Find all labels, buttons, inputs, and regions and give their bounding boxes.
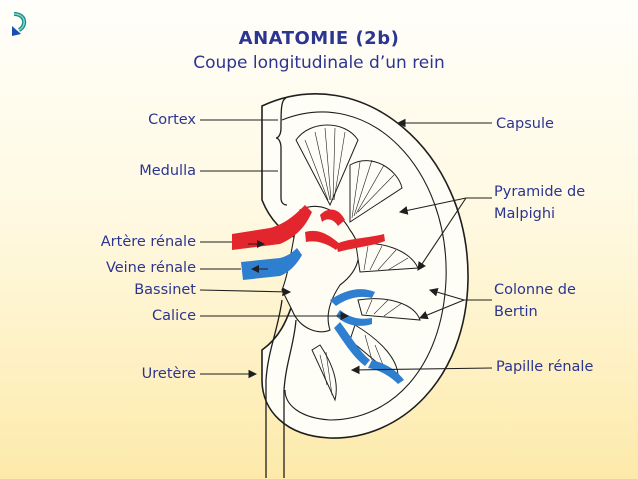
kidney-inner-outline [281,111,447,421]
label-pyramide-line1: Pyramide de [494,184,586,200]
label-cortex: Cortex [148,112,196,128]
label-capsule: Capsule [496,116,554,132]
cortex-bracket [275,97,288,206]
renal-artery [232,205,385,252]
label-medulla: Medulla [139,163,196,179]
label-colonne-line1: Colonne de [494,282,576,298]
label-calice: Calice [152,308,196,324]
label-uretere: Uretère [141,366,196,382]
label-colonne-line2: Bertin [494,304,538,320]
left-leaders [199,119,350,379]
label-veine-renale: Veine rénale [105,260,196,276]
pyramids [295,124,421,402]
label-artere-renale: Artère rénale [100,234,196,250]
label-pyramide-line2: Malpighi [494,206,556,222]
page-subtitle: Coupe longitudinale d’un rein [193,53,445,73]
circular-arrow-icon[interactable] [8,10,30,40]
renal-pelvis [281,205,360,333]
label-bassinet: Bassinet [134,282,196,298]
label-papille-renale: Papille rénale [496,359,594,375]
page-title: ANATOMIE (2b) [238,28,400,49]
pyramid-striations [304,127,409,396]
right-leaders [350,118,493,375]
ureter [265,299,297,478]
